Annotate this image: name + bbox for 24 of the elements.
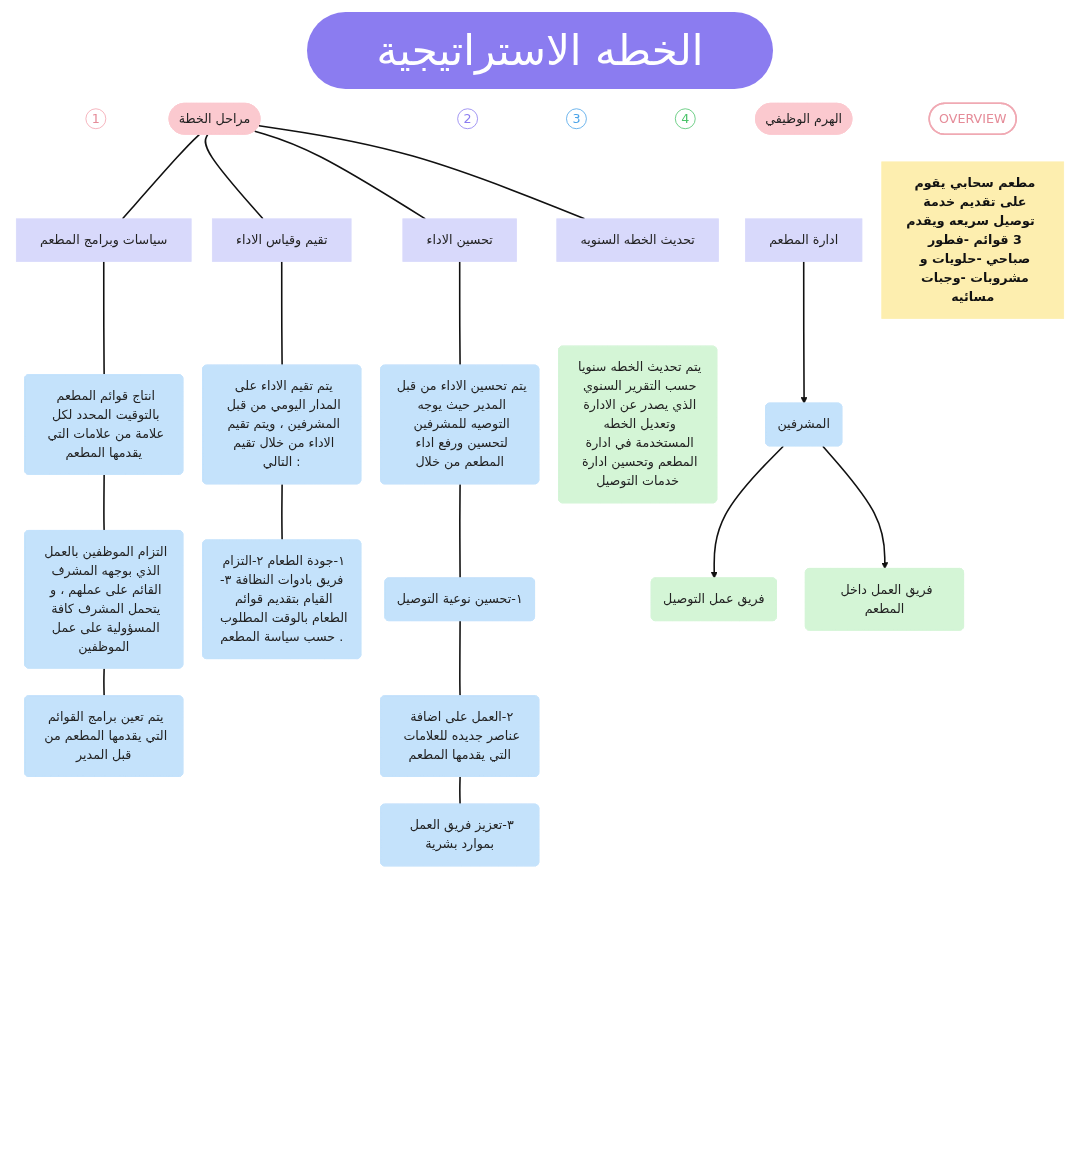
- node-box: تحديث الخطه السنويه: [556, 218, 719, 262]
- node-box: تقيم وقياس الاداء: [211, 218, 352, 262]
- node-box: تحسين الاداء: [402, 218, 517, 262]
- node-box: ادارة المطعم: [745, 218, 863, 262]
- connector: [204, 133, 264, 220]
- connector: [103, 667, 105, 697]
- node-box: مطعم سحابي يقوم على تقديم خدمة توصيل سريعه ويقدم 3 قوائم -فطور صباحي -حلويات و مشروبات -وجبات مسائيه: [881, 161, 1065, 319]
- connector: [253, 130, 427, 220]
- connector: [458, 260, 461, 367]
- connector: [121, 133, 201, 220]
- arrow: [800, 260, 808, 404]
- arrow: [710, 445, 785, 579]
- title-banner: الخطه الاستراتيجية: [306, 12, 774, 89]
- node-circle: 3: [566, 108, 587, 130]
- connector: [102, 260, 105, 376]
- connector: [103, 473, 105, 532]
- node-circle: 1: [85, 108, 107, 130]
- connector: [459, 620, 461, 697]
- connector: [280, 260, 283, 367]
- node-circle: 2: [457, 108, 478, 130]
- node-box: سياسات وبرامج المطعم: [15, 218, 192, 262]
- arrow: [822, 445, 889, 570]
- connector: [459, 776, 461, 806]
- node-circle: 4: [674, 108, 696, 130]
